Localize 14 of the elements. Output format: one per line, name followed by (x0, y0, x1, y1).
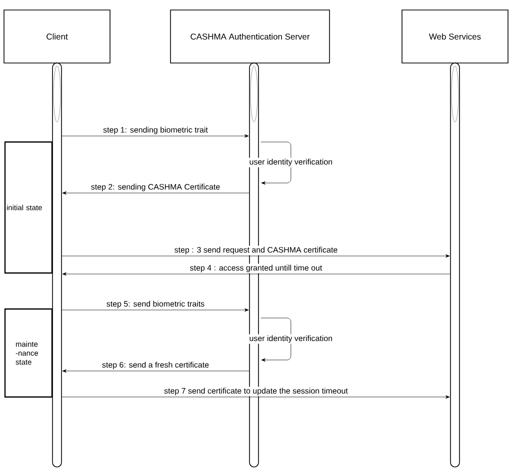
participant-box: Web Services (402, 10, 508, 64)
lifeline (450, 62, 460, 468)
arrow (62, 272, 450, 276)
arrow (62, 395, 450, 399)
arrow (62, 369, 250, 373)
arrow (62, 191, 250, 195)
participant-box: Client (4, 10, 110, 64)
lifeline (52, 62, 62, 468)
arrow (62, 254, 450, 258)
arrow (62, 134, 249, 138)
arrow (260, 142, 292, 185)
arrow (260, 318, 292, 362)
arrow (62, 308, 249, 312)
participant-box: CASHMA Authentication Server (170, 10, 330, 64)
